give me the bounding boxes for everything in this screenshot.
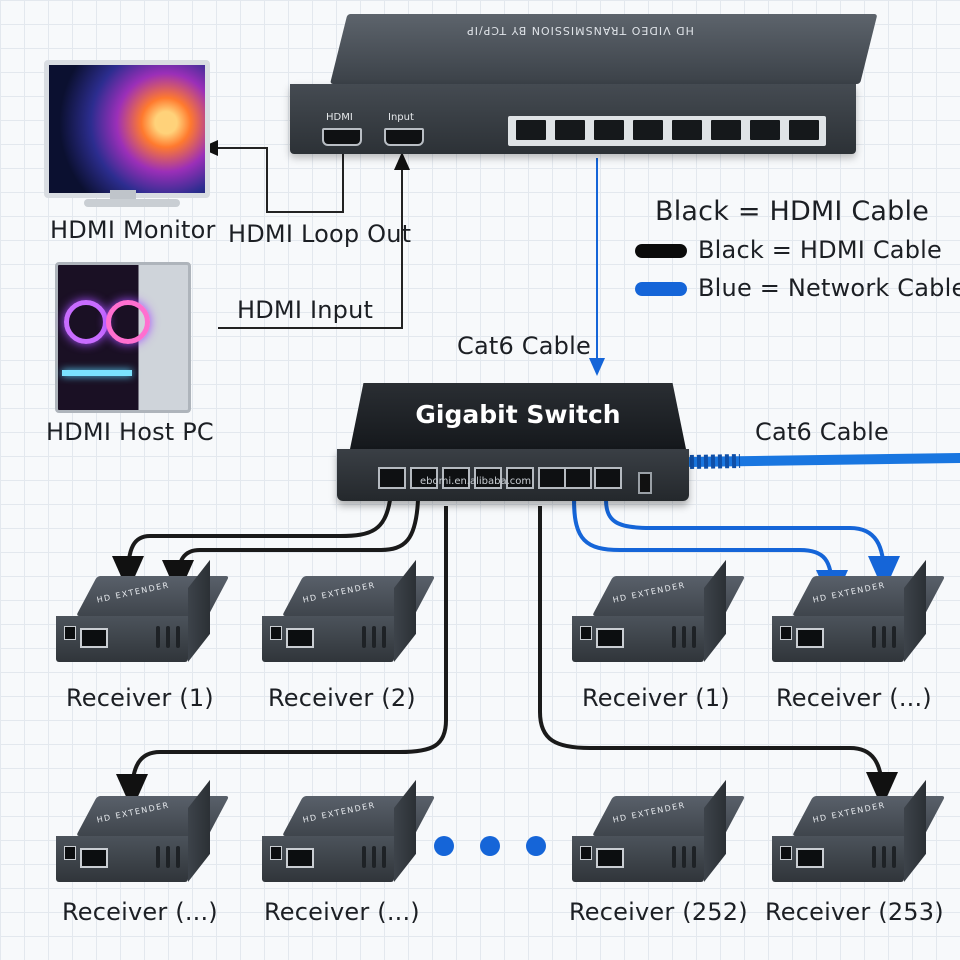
switch-port (564, 467, 592, 489)
pc-fan-icon (106, 300, 150, 344)
label-cat6-right: Cat6 Cable (755, 418, 889, 446)
switch-port (410, 467, 438, 489)
receiver-device: HD EXTENDER (262, 559, 436, 666)
receiver-device: HD EXTENDER (572, 779, 746, 886)
receiver-device: HD EXTENDER (572, 559, 746, 666)
monitor-foot (84, 199, 180, 207)
network-cable-b (604, 499, 900, 592)
pc-light-strip (62, 370, 132, 376)
pc-fan-icon (64, 300, 108, 344)
cable-to-rx2 (162, 499, 420, 596)
label-hdmi-monitor: HDMI Monitor (50, 216, 216, 244)
switch-port (442, 467, 470, 489)
switch-title: Gigabit Switch (415, 400, 621, 429)
rj45-port (711, 120, 741, 140)
switch-port (506, 467, 534, 489)
legend-title: Black = HDMI Cable (655, 196, 930, 227)
receiver-device: HD EXTENDER (772, 559, 946, 666)
label-hdmi-input: HDMI Input (237, 296, 374, 324)
rj45-port (789, 120, 819, 140)
hdmi-loop-out-line (200, 140, 344, 213)
receiver-label: Receiver (253) (765, 898, 944, 926)
switch-port (378, 467, 406, 489)
receiver-label: Receiver (1) (66, 684, 214, 712)
receiver-label: Receiver (1) (582, 684, 730, 712)
ellipsis-dot (434, 836, 454, 856)
legend-black-swatch (635, 244, 687, 258)
cable-to-rx5 (116, 506, 448, 810)
tx-rj45-bank (508, 116, 826, 146)
hdmi-input-line (218, 152, 410, 329)
tx-hdmi-input-port (384, 128, 424, 146)
rj45-port (516, 120, 546, 140)
ellipsis-dot (480, 836, 500, 856)
rj45-port (750, 120, 780, 140)
receiver-label: Receiver (...) (264, 898, 420, 926)
tx-hdmi-loop-port (322, 128, 362, 146)
receiver-device: HD EXTENDER (772, 779, 946, 886)
tx-hdmi-port-label: HDMI (326, 112, 353, 123)
ellipsis-dot (526, 836, 546, 856)
receiver-device: HD EXTENDER (56, 779, 230, 886)
switch-port (594, 467, 622, 489)
transmitter-top-text: HD VIDEO TRANSMISSION BY TCP/IP (466, 24, 694, 37)
switch-brand: ebomi.en.alibaba.com (420, 476, 532, 487)
cable-to-rx8 (538, 506, 898, 808)
switch-port (538, 467, 566, 489)
rj45-port (594, 120, 624, 140)
label-hdmi-host-pc: HDMI Host PC (46, 418, 214, 446)
cat6-right-cable (685, 453, 960, 467)
switch-power-port (638, 472, 652, 494)
legend-blue-swatch (635, 282, 687, 296)
cable-to-rx1 (112, 499, 392, 592)
rj45-port (633, 120, 663, 140)
switch-port (474, 467, 502, 489)
tx-input-port-label: Input (388, 112, 414, 123)
receiver-label: Receiver (...) (62, 898, 218, 926)
label-hdmi-loop-out: HDMI Loop Out (228, 220, 412, 248)
receiver-label: Receiver (252) (569, 898, 748, 926)
receiver-device: HD EXTENDER (56, 559, 230, 666)
receiver-label: Receiver (...) (776, 684, 932, 712)
network-cable-a (572, 499, 848, 606)
legend-blue-label: Blue = Network Cable (698, 274, 960, 302)
rj45-port (672, 120, 702, 140)
monitor-icon (44, 60, 210, 198)
receiver-device: HD EXTENDER (262, 779, 436, 886)
label-cat6-vertical: Cat6 Cable (457, 332, 591, 360)
rj45-port (555, 120, 585, 140)
legend-black-label: Black = HDMI Cable (698, 236, 942, 264)
receiver-label: Receiver (2) (268, 684, 416, 712)
switch-top (350, 383, 686, 449)
